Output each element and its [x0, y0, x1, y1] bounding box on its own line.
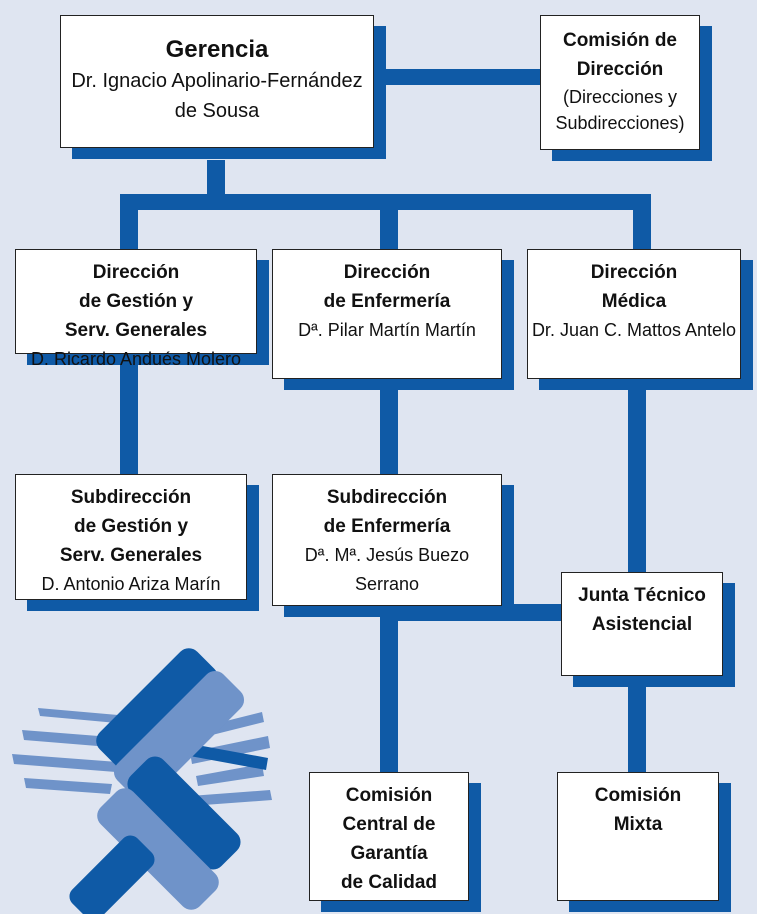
connector-dir-medica-junta — [628, 382, 646, 572]
gerencia-title: Gerencia — [165, 36, 269, 63]
dir-gestion-title-line3: Serv. Generales — [64, 320, 208, 341]
comision-direccion-title-line2: Dirección — [576, 59, 664, 80]
dir-gestion-title-line1: Dirección — [92, 262, 180, 283]
subdir-gestion-title-line3: Serv. Generales — [59, 545, 203, 566]
dir-enfermeria-box: Dirección de Enfermería Dª. Pilar Martín… — [272, 249, 502, 379]
comision-direccion-box: Comisión de Dirección (Direcciones y Sub… — [540, 15, 700, 150]
comision-central-title-line4: de Calidad — [340, 872, 438, 893]
junta-title-line2: Asistencial — [591, 614, 693, 635]
connector-dir-gestion-subdir — [120, 362, 138, 474]
comision-central-title-line3: Garantía — [350, 843, 428, 864]
gerencia-box: Gerencia Dr. Ignacio Apolinario-Fernánde… — [60, 15, 374, 148]
connector-junta-mixta — [628, 676, 646, 772]
comision-direccion-title-line1: Comisión de — [562, 30, 677, 51]
comision-mixta-title-line2: Mixta — [613, 814, 663, 835]
connector-dir-enfermeria-subdir — [380, 382, 398, 474]
subdir-enfermeria-title-line1: Subdirección — [326, 487, 448, 508]
subdir-enfermeria-box: Subdirección de Enfermería Dª. Mª. Jesús… — [272, 474, 502, 606]
dir-medica-name: Dr. Juan C. Mattos Antelo — [531, 320, 737, 340]
subdir-gestion-name: D. Antonio Ariza Marín — [41, 574, 221, 594]
connector-to-comision-central — [380, 604, 398, 772]
comision-direccion-sub-line1: (Direcciones y — [562, 87, 678, 107]
dir-enfermeria-title-line1: Dirección — [343, 262, 431, 283]
connector-gerencia-comision — [372, 69, 542, 85]
junta-title-line1: Junta Técnico — [578, 585, 706, 606]
comision-mixta-title-line1: Comisión — [594, 785, 682, 806]
connector-junta-left — [380, 604, 563, 621]
dir-enfermeria-title-line2: de Enfermería — [323, 291, 451, 312]
dir-gestion-box: Dirección de Gestión y Serv. Generales D… — [15, 249, 257, 369]
dir-gestion-name: D. Ricardo Andués Molero — [30, 349, 242, 369]
comision-central-title-line2: Central de — [342, 814, 436, 835]
comision-central-title-line1: Comisión — [345, 785, 433, 806]
subdir-gestion-title-line2: de Gestión y — [73, 516, 189, 537]
gerencia-name-line2: de Sousa — [174, 100, 260, 122]
dir-medica-title-line2: Médica — [601, 291, 667, 312]
dir-medica-title-line1: Dirección — [590, 262, 678, 283]
gerencia-name-line1: Dr. Ignacio Apolinario-Fernández — [71, 70, 363, 92]
comision-central-box: Comisión Central de Garantía de Calidad — [309, 772, 469, 901]
connector-to-dir-medica — [633, 194, 651, 254]
junta-box: Junta Técnico Asistencial — [561, 572, 723, 676]
connector-to-dir-gestion — [120, 194, 138, 254]
subdir-enfermeria-title-line2: de Enfermería — [323, 516, 451, 537]
subdir-gestion-box: Subdirección de Gestión y Serv. Generale… — [15, 474, 247, 600]
connector-to-dir-enfermeria — [380, 194, 398, 254]
dir-enfermeria-name: Dª. Pilar Martín Martín — [298, 320, 476, 340]
comision-direccion-sub-line2: Subdirecciones) — [555, 113, 685, 133]
comision-mixta-box: Comisión Mixta — [557, 772, 719, 901]
dir-medica-box: Dirección Médica Dr. Juan C. Mattos Ante… — [527, 249, 741, 379]
dir-gestion-title-line2: de Gestión y — [78, 291, 194, 312]
arrow-mark-icon — [69, 648, 245, 914]
subdir-gestion-title-line1: Subdirección — [70, 487, 192, 508]
subdir-enfermeria-name: Dª. Mª. Jesús Buezo Serrano — [304, 545, 470, 594]
